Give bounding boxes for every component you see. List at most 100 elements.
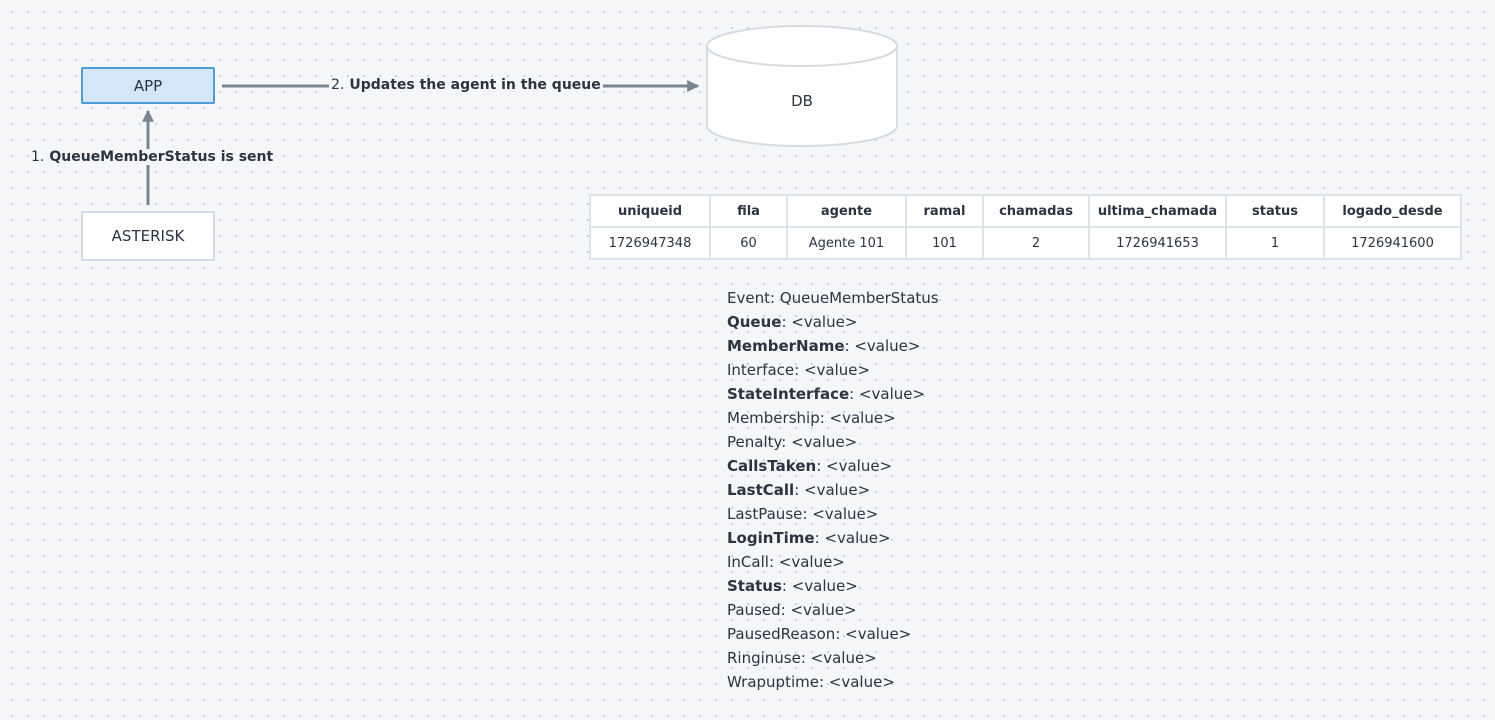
event-field-line: InCall: <value> [727, 550, 939, 574]
event-field-line: CallsTaken: <value> [727, 454, 939, 478]
event-field-key: Status [727, 577, 782, 595]
event-field-value: <value> [810, 649, 877, 667]
event-field-key: Queue [727, 313, 782, 331]
db-cylinder[interactable] [706, 25, 898, 147]
table-header-cell: ramal [905, 194, 984, 228]
event-field-separator: : [781, 433, 792, 451]
edge-label-1-number: 1. [31, 149, 45, 165]
event-field-value: <value> [791, 433, 858, 451]
db-node-label: DB [791, 92, 813, 110]
event-field-key: LoginTime [727, 529, 815, 547]
table-header-row: uniqueid fila agente ramal chamadas ulti… [589, 194, 1462, 228]
event-field-value: <value> [824, 529, 891, 547]
event-field-key: Ringinuse [727, 649, 801, 667]
event-field-key: Penalty [727, 433, 782, 451]
asterisk-node-label: ASTERISK [111, 227, 185, 245]
table-header-cell: uniqueid [589, 194, 711, 228]
event-field-value: <value> [826, 457, 893, 475]
event-field-key: LastPause [727, 505, 803, 523]
event-field-value: <value> [791, 313, 858, 331]
event-field-separator: : [814, 529, 825, 547]
table-cell: 1 [1225, 226, 1325, 260]
edge-label-1-text: QueueMemberStatus is sent [49, 149, 274, 165]
table-cell: 60 [709, 226, 788, 260]
event-field-separator: : [794, 361, 804, 379]
event-field-line: Queue: <value> [727, 310, 939, 334]
event-field-separator: : [849, 385, 859, 403]
table-cell: Agente 101 [786, 226, 907, 260]
table-header-cell: logado_desde [1323, 194, 1462, 228]
event-field-value: <value> [829, 409, 896, 427]
event-field-value: <value> [812, 505, 879, 523]
event-field-line: LoginTime: <value> [727, 526, 939, 550]
event-field-value: <value> [858, 385, 926, 403]
event-field-separator: : [818, 673, 829, 691]
table-header-cell: agente [786, 194, 907, 228]
event-field-line: PausedReason: <value> [727, 622, 939, 646]
event-field-key: MemberName [727, 337, 845, 355]
event-field-separator: : [802, 505, 813, 523]
asterisk-node[interactable]: ASTERISK [81, 211, 215, 261]
event-field-list: Queue: <value>MemberName: <value>Interfa… [727, 310, 939, 694]
event-field-separator: : [781, 313, 792, 331]
event-header-value: QueueMemberStatus [779, 289, 939, 307]
event-field-key: Interface [727, 361, 795, 379]
event-field-value: <value> [828, 673, 895, 691]
table-cell: 2 [982, 226, 1090, 260]
app-node-label: APP [133, 76, 163, 95]
event-field-separator: : [800, 649, 811, 667]
table-cell: 1726941600 [1323, 226, 1462, 260]
event-field-key: Paused [727, 601, 781, 619]
event-field-value: <value> [845, 625, 912, 643]
table-cell: 1726947348 [589, 226, 711, 260]
event-field-line: Paused: <value> [727, 598, 939, 622]
event-field-separator: : [768, 553, 779, 571]
table-header-cell: chamadas [982, 194, 1090, 228]
event-field-separator: : [794, 481, 805, 499]
table-cell: 1726941653 [1088, 226, 1227, 260]
event-field-line: StateInterface: <value> [727, 382, 939, 406]
event-field-line: Penalty: <value> [727, 430, 939, 454]
event-field-separator: : [816, 457, 827, 475]
event-header-key: Event [727, 289, 770, 307]
event-fields-block: Event: QueueMemberStatus Queue: <value>M… [727, 286, 939, 694]
event-field-separator: : [819, 409, 830, 427]
event-field-value: <value> [791, 577, 858, 595]
table-header-cell: fila [709, 194, 788, 228]
event-field-separator: : [780, 601, 791, 619]
table-header-cell: status [1225, 194, 1325, 228]
event-field-line: Ringinuse: <value> [727, 646, 939, 670]
event-field-value: <value> [854, 337, 921, 355]
event-field-separator: : [844, 337, 855, 355]
event-header-line: Event: QueueMemberStatus [727, 289, 939, 307]
event-field-key: Membership [727, 409, 820, 427]
table-row: 1726947348 60 Agente 101 101 2 172694165… [589, 226, 1462, 260]
event-field-separator: : [781, 577, 792, 595]
edge-label-2-number: 2. [331, 77, 345, 93]
event-field-line: Membership: <value> [727, 406, 939, 430]
event-field-line: LastCall: <value> [727, 478, 939, 502]
event-field-line: Wrapuptime: <value> [727, 670, 939, 694]
edge-label-1: 1.QueueMemberStatus is sent [29, 149, 276, 165]
queue-agent-table: uniqueid fila agente ramal chamadas ulti… [589, 194, 1462, 260]
event-field-line: Interface: <value> [727, 358, 939, 382]
event-field-value: <value> [803, 361, 871, 379]
event-field-separator: : [835, 625, 846, 643]
edge-label-2: 2.Updates the agent in the queue [329, 77, 603, 93]
event-field-key: CallsTaken [727, 457, 817, 475]
app-node[interactable]: APP [81, 67, 215, 104]
event-field-line: LastPause: <value> [727, 502, 939, 526]
event-field-key: Wrapuptime [727, 673, 819, 691]
table-header-cell: ultima_chamada [1088, 194, 1227, 228]
event-field-line: MemberName: <value> [727, 334, 939, 358]
edge-label-2-text: Updates the agent in the queue [349, 77, 601, 93]
event-field-key: LastCall [727, 481, 795, 499]
event-field-value: <value> [790, 601, 857, 619]
event-field-key: PausedReason [727, 625, 836, 643]
table-cell: 101 [905, 226, 984, 260]
event-field-key: InCall [727, 553, 769, 571]
event-field-key: StateInterface [727, 385, 850, 403]
event-field-value: <value> [778, 553, 845, 571]
event-field-value: <value> [804, 481, 871, 499]
